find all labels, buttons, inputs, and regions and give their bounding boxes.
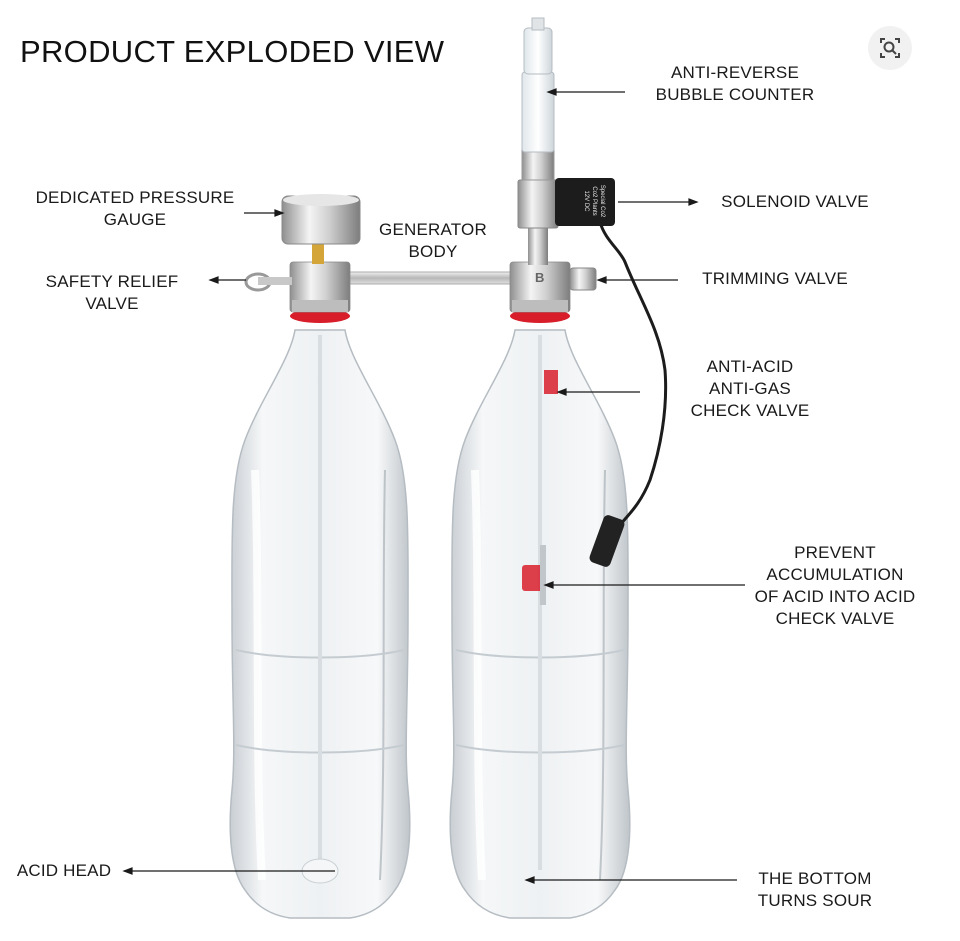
label-solenoid-valve: SOLENOID VALVE [721, 192, 869, 211]
label-bubble-counter: ANTI-REVERSE BUBBLE COUNTER [655, 63, 815, 104]
power-cable [598, 221, 668, 526]
page-title: PRODUCT EXPLODED VIEW [20, 34, 445, 69]
label-generator-body: GENERATOR BODY [379, 220, 487, 261]
solenoid-stack [517, 17, 615, 265]
power-plug [589, 515, 625, 567]
pressure-gauge [281, 194, 361, 264]
solenoid-label-text: Special Co2 Co2 Plants 12V DC [583, 184, 605, 218]
image-search-icon [880, 38, 900, 58]
label-prevent-accumulation: PREVENT ACCUMULATION OF ACID INTO ACID C… [754, 543, 916, 628]
leader-lines [122, 88, 745, 884]
label-acid-head: ACID HEAD [16, 861, 112, 880]
right-cap [509, 261, 597, 313]
connecting-bar [334, 271, 521, 285]
image-search-button[interactable] [868, 26, 912, 70]
label-safety-relief-valve: SAFETY RELIEF VALVE [45, 272, 179, 313]
label-bottom-turns-sour: THE BOTTOM TURNS SOUR [757, 869, 873, 910]
right-bottle [449, 309, 631, 919]
label-anti-acid-check-valve: ANTI-ACID ANTI-GAS CHECK VALVE [690, 357, 810, 420]
label-trimming-valve: TRIMMING VALVE [702, 269, 848, 288]
cap-letter: B [535, 270, 545, 285]
left-cap [244, 261, 351, 313]
left-bottle [229, 309, 411, 919]
label-pressure-gauge: DEDICATED PRESSURE GAUGE [35, 188, 235, 229]
